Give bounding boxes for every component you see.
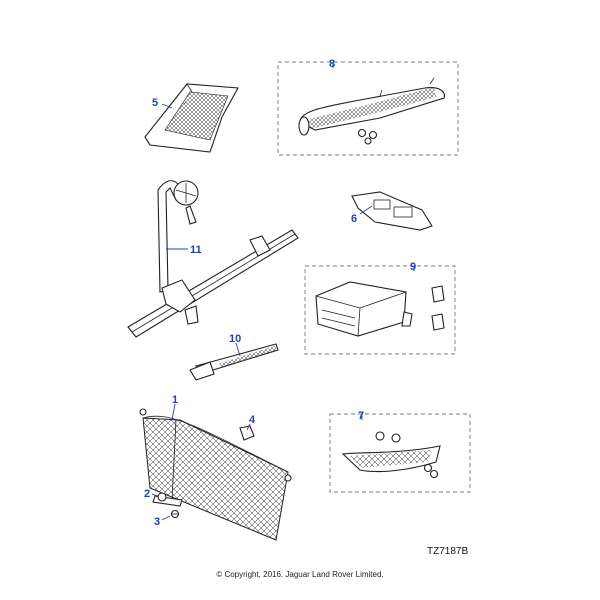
leader-line-6 <box>359 205 373 215</box>
leader-line-1 <box>171 403 176 421</box>
part-1-cargo-net <box>139 408 292 541</box>
group-box-8 <box>277 61 459 156</box>
reference-code: TZ7187B <box>427 546 469 557</box>
callout-11: 11 <box>190 244 202 256</box>
callout-4: 4 <box>249 414 256 426</box>
copyright-notice: © Copyright, 2016. Jaguar Land Rover Lim… <box>216 570 384 579</box>
callout-7: 7 <box>358 410 364 422</box>
callout-1: 1 <box>172 394 178 406</box>
group-box-7 <box>329 413 471 493</box>
callout-8: 8 <box>329 58 335 70</box>
part-5-mat <box>144 83 239 153</box>
callout-10: 10 <box>229 333 241 345</box>
part-2-bracket <box>152 492 183 507</box>
leader-line-10 <box>235 342 241 357</box>
callout-3: 3 <box>154 516 160 528</box>
part-8-rolled-net <box>298 77 445 145</box>
leader-line-2 <box>151 493 159 497</box>
part-4-clip <box>239 425 255 441</box>
part-7-net-kit <box>341 431 441 479</box>
leader-line-4 <box>246 423 251 431</box>
callout-9: 9 <box>410 261 416 273</box>
leader-line-3 <box>161 515 171 521</box>
part-11-bike-carrier <box>127 180 299 338</box>
leader-line-5 <box>161 103 173 109</box>
callout-2: 2 <box>144 488 150 500</box>
part-9-storage-box <box>315 281 445 337</box>
part-6-tray <box>351 191 433 231</box>
callout-6: 6 <box>351 213 357 225</box>
callout-5: 5 <box>152 97 158 109</box>
part-10-strap <box>189 343 279 381</box>
part-3-screw <box>170 509 180 519</box>
